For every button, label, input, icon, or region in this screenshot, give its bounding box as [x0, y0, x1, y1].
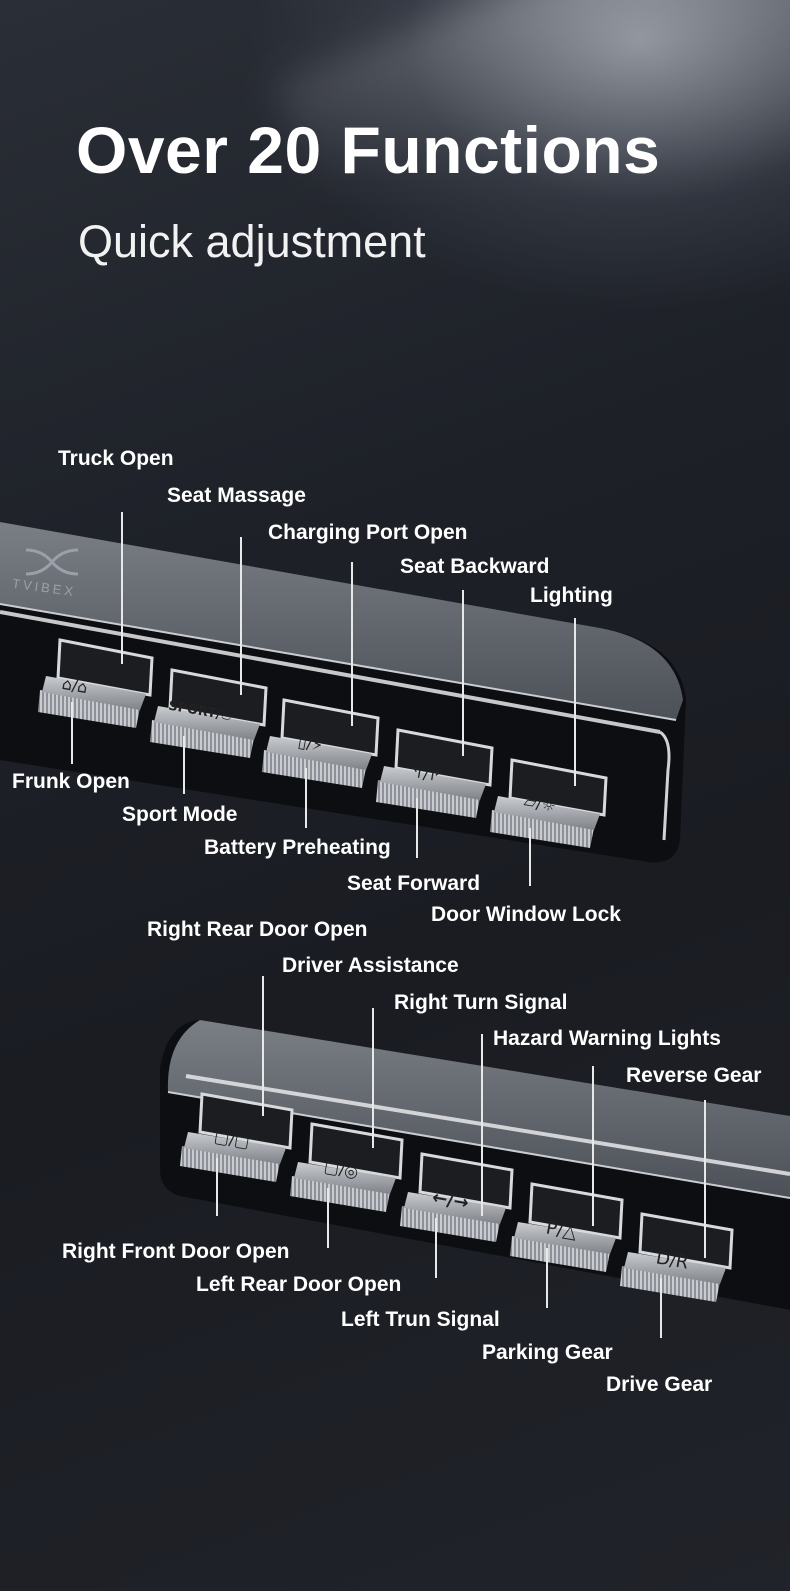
- leader-line: [240, 537, 242, 695]
- leader-line: [327, 1188, 329, 1248]
- bottom-key-4[interactable]: [510, 1182, 624, 1272]
- top-key-4[interactable]: [376, 728, 494, 818]
- top-key-2[interactable]: [150, 668, 268, 758]
- leader-line: [435, 1218, 437, 1278]
- leader-line: [216, 1158, 218, 1216]
- leader-line: [262, 976, 264, 1116]
- leader-line: [592, 1066, 594, 1226]
- leader-line: [71, 702, 73, 764]
- label-sport-mode: Sport Mode: [122, 803, 238, 826]
- bottom-key-1[interactable]: [180, 1092, 294, 1182]
- label-reverse-gear: Reverse Gear: [626, 1064, 762, 1087]
- leader-line: [351, 562, 353, 726]
- bottom-key-2[interactable]: [290, 1122, 404, 1212]
- top-key-3[interactable]: [262, 698, 380, 788]
- leader-line: [372, 1008, 374, 1148]
- label-truck-open: Truck Open: [58, 447, 174, 470]
- label-lighting: Lighting: [530, 584, 613, 607]
- leader-line: [416, 798, 418, 858]
- label-hazard-warning-lights: Hazard Warning Lights: [493, 1027, 721, 1050]
- label-right-rear-door-open: Right Rear Door Open: [147, 918, 368, 941]
- label-door-window-lock: Door Window Lock: [431, 903, 621, 926]
- label-frunk-open: Frunk Open: [12, 770, 130, 793]
- label-seat-backward: Seat Backward: [400, 555, 550, 578]
- label-parking-gear: Parking Gear: [482, 1341, 613, 1364]
- leader-line: [121, 512, 123, 664]
- page-title: Over 20 Functions: [76, 113, 661, 187]
- top-key-1[interactable]: [38, 638, 154, 728]
- label-driver-assistance: Driver Assistance: [282, 954, 459, 977]
- label-left-rear-door-open: Left Rear Door Open: [196, 1273, 402, 1296]
- leader-line: [462, 590, 464, 756]
- label-right-front-door-open: Right Front Door Open: [62, 1240, 290, 1263]
- label-right-turn-signal: Right Turn Signal: [394, 991, 568, 1014]
- leader-line: [183, 736, 185, 794]
- leader-line: [660, 1278, 662, 1338]
- bottom-key-5[interactable]: [620, 1212, 734, 1302]
- leader-line: [704, 1100, 706, 1258]
- bottom-key-3[interactable]: [400, 1152, 514, 1242]
- page-subtitle: Quick adjustment: [78, 216, 426, 267]
- label-seat-massage: Seat Massage: [167, 484, 306, 507]
- label-seat-forward: Seat Forward: [347, 872, 481, 895]
- leader-line: [481, 1034, 483, 1216]
- label-battery-preheating: Battery Preheating: [204, 836, 391, 859]
- leader-line: [574, 618, 576, 786]
- leader-line: [305, 768, 307, 828]
- label-drive-gear: Drive Gear: [606, 1373, 713, 1396]
- leader-line: [546, 1248, 548, 1308]
- brand-logo-icon: [25, 548, 79, 576]
- label-charging-port-open: Charging Port Open: [268, 521, 468, 544]
- leader-line: [529, 828, 531, 886]
- label-left-trun-signal: Left Trun Signal: [341, 1308, 500, 1331]
